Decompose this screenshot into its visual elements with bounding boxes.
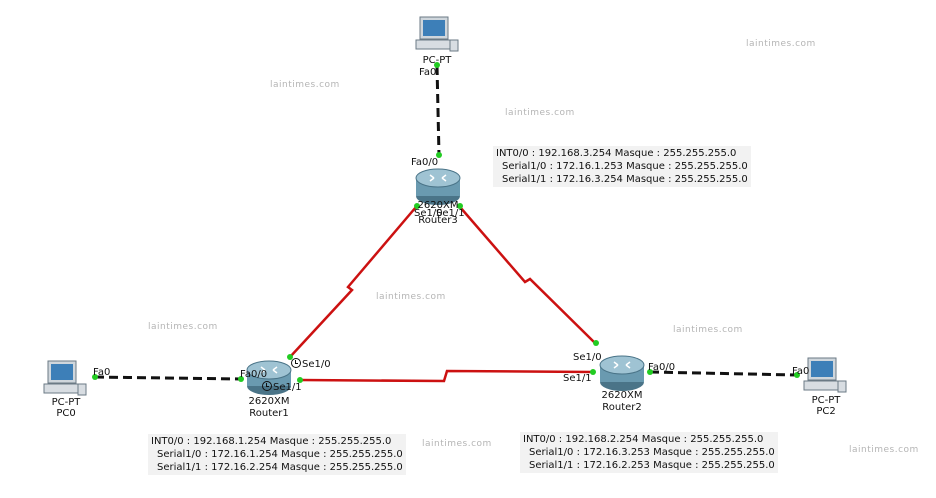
watermark: laintimes.com	[270, 80, 340, 90]
port-label-r1-se11: Se1/1	[262, 381, 302, 393]
watermark: laintimes.com	[505, 108, 575, 118]
port-label-pc1-fa0: Fa0	[419, 67, 437, 78]
config-line: Serial1/0 : 172.16.1.253 Masque : 255.25…	[502, 161, 748, 172]
port-dot-r3-se10	[414, 203, 420, 209]
router1-config-box: INT0/0 : 192.168.1.254 Masque : 255.255.…	[148, 434, 406, 475]
port-label-r2-fa00: Fa0/0	[648, 362, 676, 373]
port-dot-r1-fa	[238, 376, 244, 382]
port-label-r2-se10: Se1/0	[573, 352, 602, 363]
clock-icon	[291, 358, 301, 368]
link-router3-router2	[459, 206, 596, 344]
link-pc1-router3	[435, 65, 441, 156]
port-label-r3-fa00: Fa0/0	[411, 157, 439, 168]
port-dot-r3-se11	[457, 203, 463, 209]
port-label-r2-se11: Se1/1	[563, 373, 592, 384]
router2-icon	[599, 355, 645, 391]
watermark: laintimes.com	[422, 439, 492, 449]
config-line: INT0/0 : 192.168.3.254 Masque : 255.255.…	[496, 148, 737, 159]
port-label-r3-se10: Se1/0	[414, 208, 443, 219]
config-line: Serial1/0 : 172.16.1.254 Masque : 255.25…	[157, 449, 403, 460]
router3-icon	[415, 168, 461, 205]
pc2-model: PC-PT	[811, 395, 841, 406]
router1-model: 2620XM	[248, 396, 290, 407]
link-router1-router3	[289, 206, 417, 358]
port-dot-r3-fa	[436, 152, 442, 158]
watermark: laintimes.com	[849, 445, 919, 455]
router3-model: 2620XM	[417, 200, 459, 211]
router2-config-box: INT0/0 : 192.168.2.254 Masque : 255.255.…	[520, 432, 778, 473]
port-label-r1-se10: Se1/0	[291, 358, 331, 370]
config-line: Serial1/0 : 172.16.3.253 Masque : 255.25…	[529, 447, 775, 458]
pc1-icon	[415, 16, 459, 52]
router2-name: Router2	[602, 402, 642, 413]
watermark: laintimes.com	[376, 292, 446, 302]
clock-icon	[262, 381, 272, 391]
link-router2-pc2	[649, 370, 798, 377]
port-dot-r2-fa	[647, 369, 653, 375]
port-label-pc2-fa0: Fa0	[792, 366, 810, 377]
pc0-name: PC0	[56, 408, 76, 419]
watermark: laintimes.com	[746, 39, 816, 49]
config-line: INT0/0 : 192.168.1.254 Masque : 255.255.…	[151, 436, 392, 447]
pc0-icon	[43, 360, 87, 396]
pc1-model: PC-PT	[422, 55, 452, 66]
config-line: Serial1/1 : 172.16.2.254 Masque : 255.25…	[157, 462, 403, 473]
link-router1-router2	[299, 369, 594, 383]
watermark: laintimes.com	[673, 325, 743, 335]
pc0-model: PC-PT	[51, 397, 81, 408]
config-line: INT0/0 : 192.168.2.254 Masque : 255.255.…	[523, 434, 764, 445]
port-dot-r1-se11	[297, 377, 303, 383]
router3-config-box: INT0/0 : 192.168.3.254 Masque : 255.255.…	[493, 146, 751, 187]
router1-icon	[246, 360, 292, 395]
link-pc0-router1	[94, 375, 242, 381]
router3-name: Router3	[418, 215, 458, 226]
port-dot-pc0	[92, 374, 98, 380]
router1-name: Router1	[249, 408, 289, 419]
port-indicators	[92, 62, 800, 383]
port-dot-pc2	[794, 372, 800, 378]
config-line: Serial1/1 : 172.16.2.253 Masque : 255.25…	[529, 460, 775, 471]
pc2-icon	[803, 357, 847, 393]
pc2-name: PC2	[816, 406, 836, 417]
port-dot-r2-se10	[593, 340, 599, 346]
watermark: laintimes.com	[148, 322, 218, 332]
port-label-pc0-fa0: Fa0	[93, 367, 111, 378]
port-dot-r2-se11	[590, 369, 596, 375]
router2-model: 2620XM	[601, 390, 643, 401]
config-line: Serial1/1 : 172.16.3.254 Masque : 255.25…	[502, 174, 748, 185]
port-label-r1-fa00: Fa0/0	[240, 369, 268, 380]
port-dot-pc1	[434, 62, 440, 68]
port-label-r3-se11: Se1/1	[436, 208, 465, 219]
